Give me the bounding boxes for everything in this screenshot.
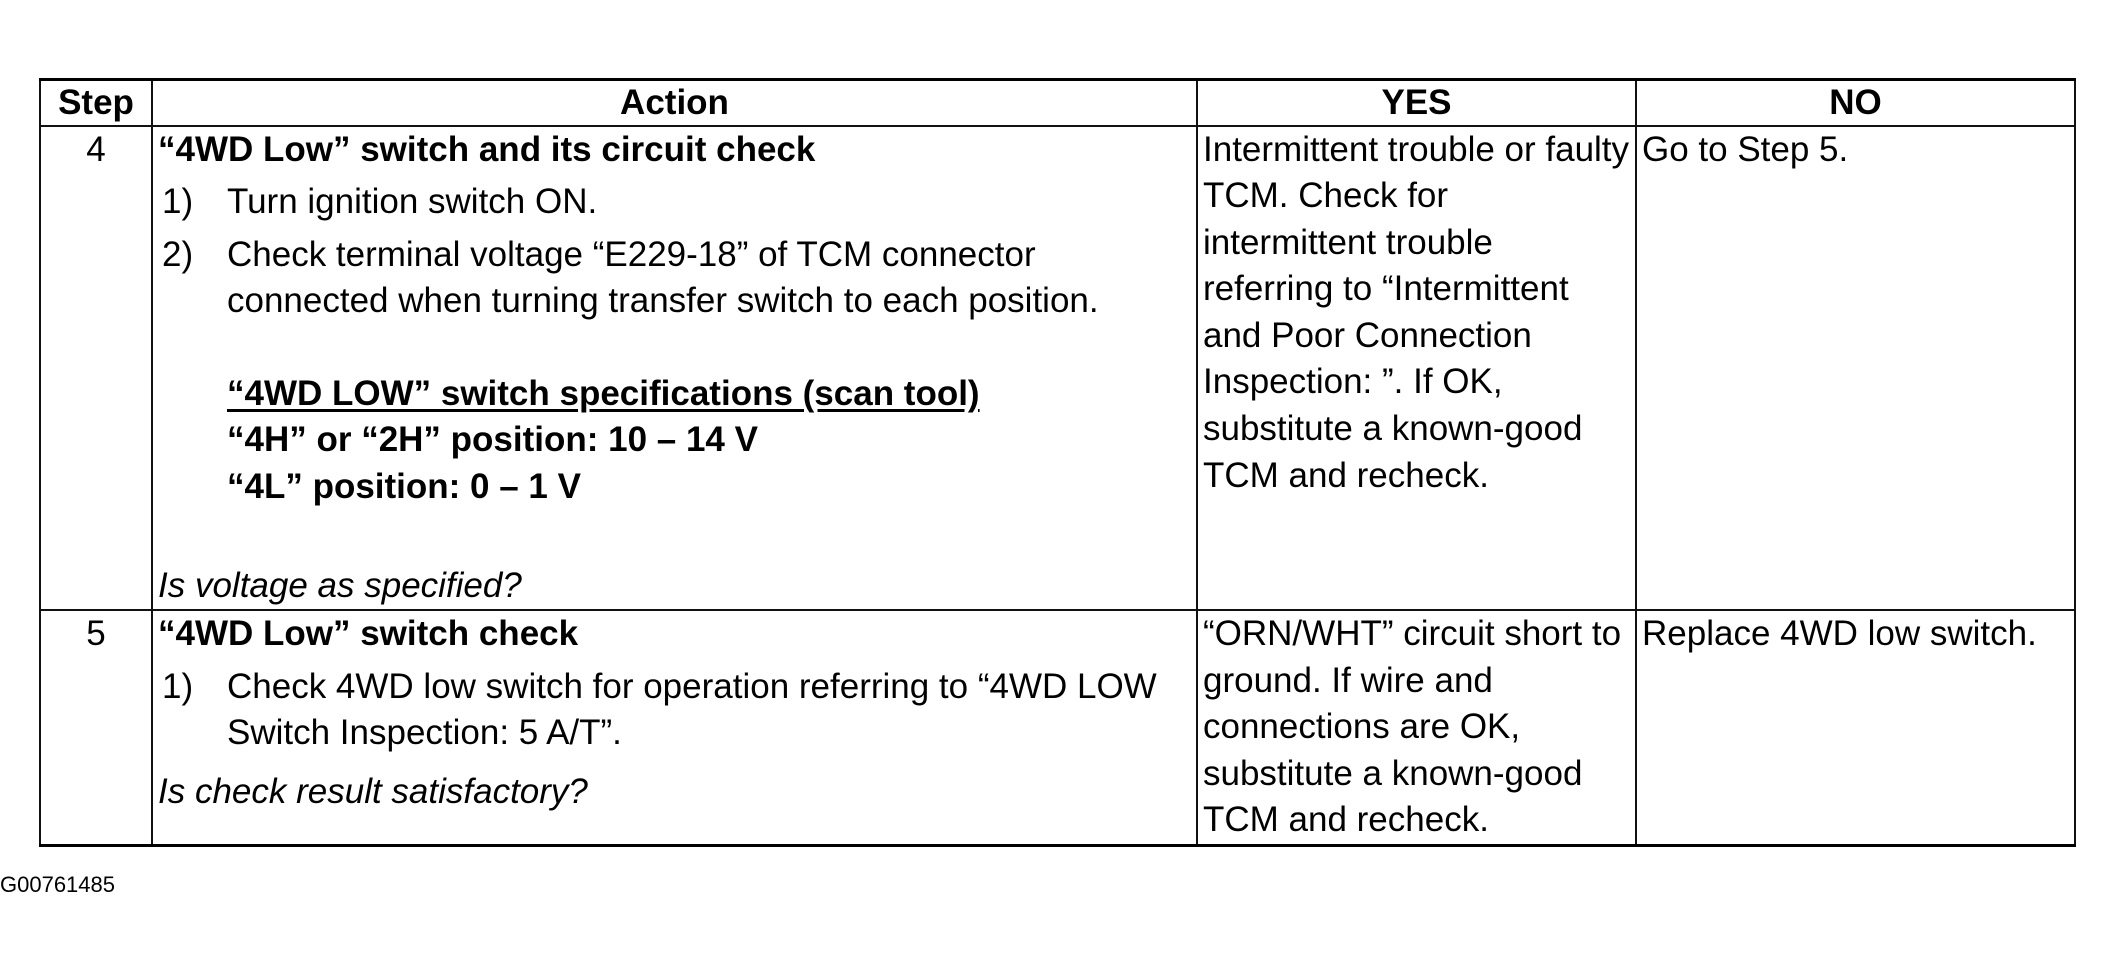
figure-id: G00761485 — [0, 872, 115, 897]
sub-step-number: 1) — [162, 182, 194, 222]
no-cell: Go to Step 5. — [1635, 124, 2076, 612]
sub-step-text: Turn ignition switch ON. — [227, 182, 598, 222]
check-question: Is check result satisfactory? — [158, 771, 588, 811]
spec-block: “4WD LOW” switch specifications (scan to… — [227, 371, 1191, 511]
check-title: “4WD Low” switch and its circuit check — [158, 129, 816, 169]
step-number: 5 — [39, 609, 153, 847]
spec-line: “4L” position: 0 – 1 V — [227, 467, 581, 507]
action-cell: “4WD Low” switch check 1) Check 4WD low … — [151, 609, 1198, 847]
yes-cell: Intermittent trouble or faulty TCM. Chec… — [1196, 124, 1637, 612]
header-action: Action — [151, 77, 1198, 127]
sub-step: 1) Turn ignition switch ON. — [158, 179, 1191, 226]
sub-step-number: 1) — [162, 666, 194, 706]
header-no: NO — [1635, 77, 2076, 127]
sub-step: 2) Check terminal voltage “E229-18” of T… — [158, 232, 1191, 325]
diagnostic-table: Step Action YES NO 4 “4WD Low” switch an… — [39, 77, 2076, 847]
header-yes: YES — [1196, 77, 1637, 127]
sub-step-text: Check terminal voltage “E229-18” of TCM … — [227, 234, 1099, 321]
sub-step: 1) Check 4WD low switch for operation re… — [158, 664, 1191, 757]
action-cell: “4WD Low” switch and its circuit check 1… — [151, 124, 1198, 612]
check-title: “4WD Low” switch check — [158, 614, 579, 654]
table-row: 4 “4WD Low” switch and its circuit check… — [39, 124, 2076, 612]
sub-step-number: 2) — [162, 234, 194, 274]
header-step: Step — [39, 77, 153, 127]
check-question: Is voltage as specified? — [158, 565, 522, 605]
spec-title: “4WD LOW” switch specifications (scan to… — [227, 373, 980, 413]
no-cell: Replace 4WD low switch. — [1635, 609, 2076, 847]
sub-step-text: Check 4WD low switch for operation refer… — [227, 666, 1157, 753]
table-header-row: Step Action YES NO — [39, 77, 2076, 127]
table-row: 5 “4WD Low” switch check 1) Check 4WD lo… — [39, 609, 2076, 847]
spec-line: “4H” or “2H” position: 10 – 14 V — [227, 420, 758, 460]
yes-cell: “ORN/WHT” circuit short to ground. If wi… — [1196, 609, 1637, 847]
step-number: 4 — [39, 124, 153, 612]
